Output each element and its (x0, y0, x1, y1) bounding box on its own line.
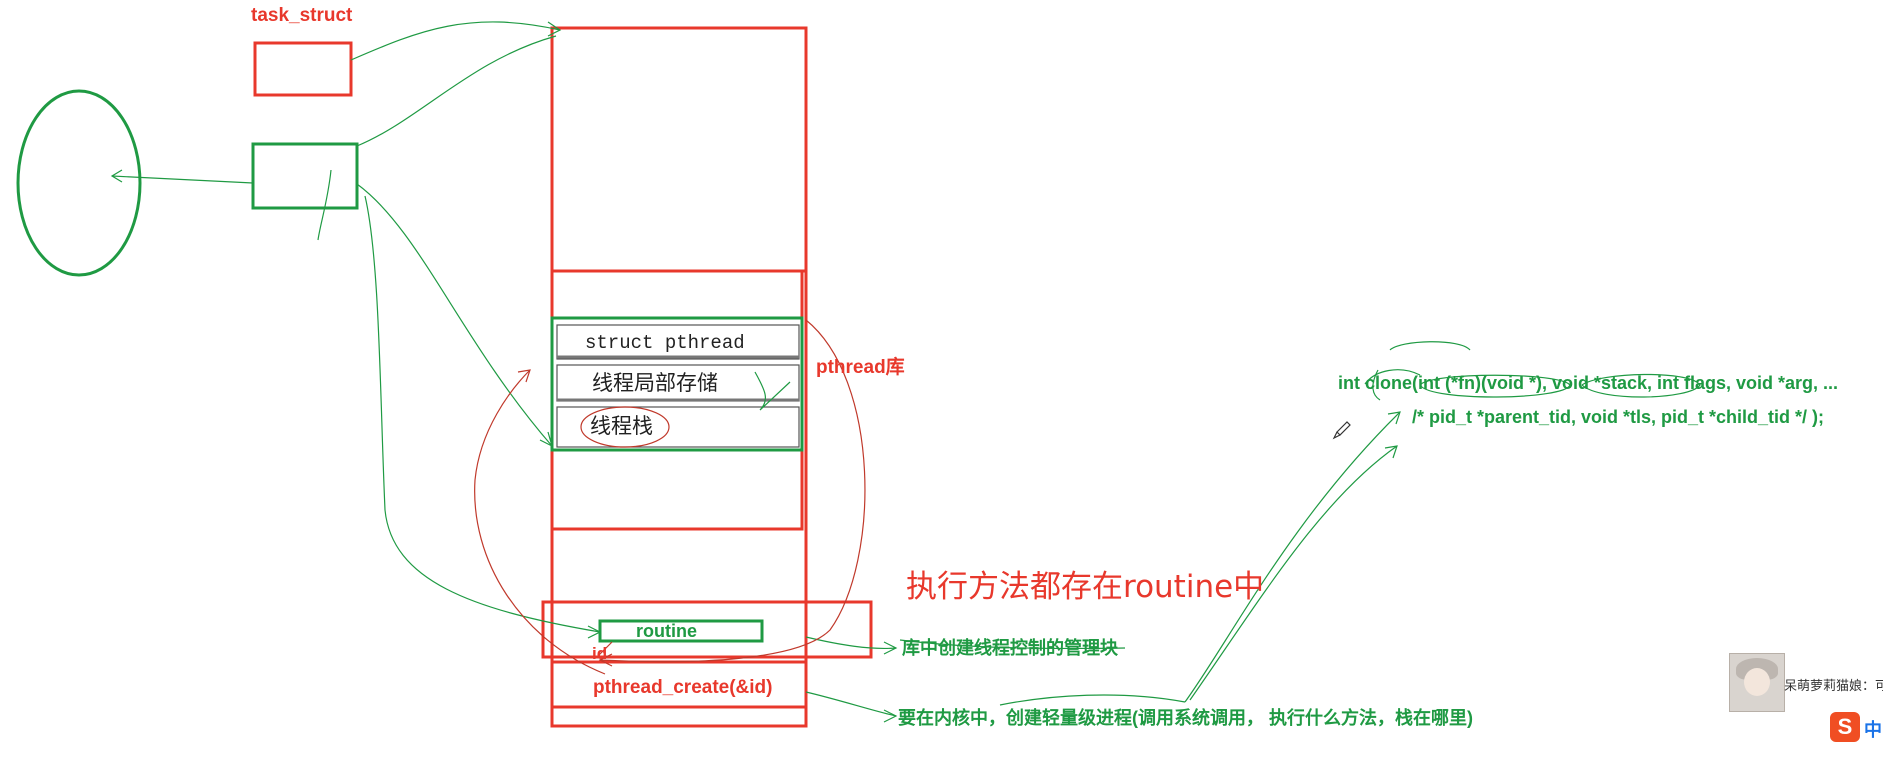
thread-stack-circle (580, 406, 670, 448)
routine-label: routine (636, 621, 697, 641)
id-label: id (592, 644, 608, 663)
ime-logo-icon[interactable]: S (1830, 712, 1860, 742)
pthread-create-label: pthread_create(&id) (593, 677, 773, 698)
avatar-face (1744, 668, 1770, 696)
ime-mode-label[interactable]: 中 (1864, 720, 1882, 741)
pthread-lib-label: pthread库 (816, 357, 905, 378)
chat-avatar[interactable] (1729, 653, 1785, 712)
thread-handle-box (251, 142, 359, 210)
kernel-note: 要在内核中，创建轻量级进程(调用系统调用， 执行什么方法，栈在哪里) (898, 708, 1473, 728)
green-connectors (110, 21, 1701, 723)
pencil-cursor-icon (1332, 421, 1351, 440)
thread-stack-cell (556, 406, 800, 448)
thread-stack-label: 线程栈 (590, 414, 653, 438)
red-connectors (474, 319, 866, 675)
task-struct-box (253, 41, 353, 97)
task-struct-label: task_struct (251, 5, 353, 26)
cpu-ellipse (16, 89, 142, 277)
routine-field-box (598, 619, 764, 643)
clone-signature-line-2: /* pid_t *parent_tid, void *tls, pid_t *… (1412, 407, 1825, 427)
thread-local-storage-label: 线程局部存储 (592, 371, 718, 395)
tls-cell (556, 364, 800, 402)
chat-user-name: 呆萌萝莉猫娘：可 (1784, 679, 1883, 694)
struct-pthread-cell (556, 324, 800, 360)
clone-signature-line-1: int clone(int (*fn)(void *), void *stack… (1338, 373, 1839, 393)
struct-pthread-label: struct pthread (585, 332, 745, 354)
routine-highlight-box (541, 600, 873, 659)
lib-note: 库中创建线程控制的管理块 (902, 638, 1118, 658)
routine-note: 执行方法都存在routine中 (906, 569, 1265, 605)
pthread-struct-group (550, 316, 804, 452)
